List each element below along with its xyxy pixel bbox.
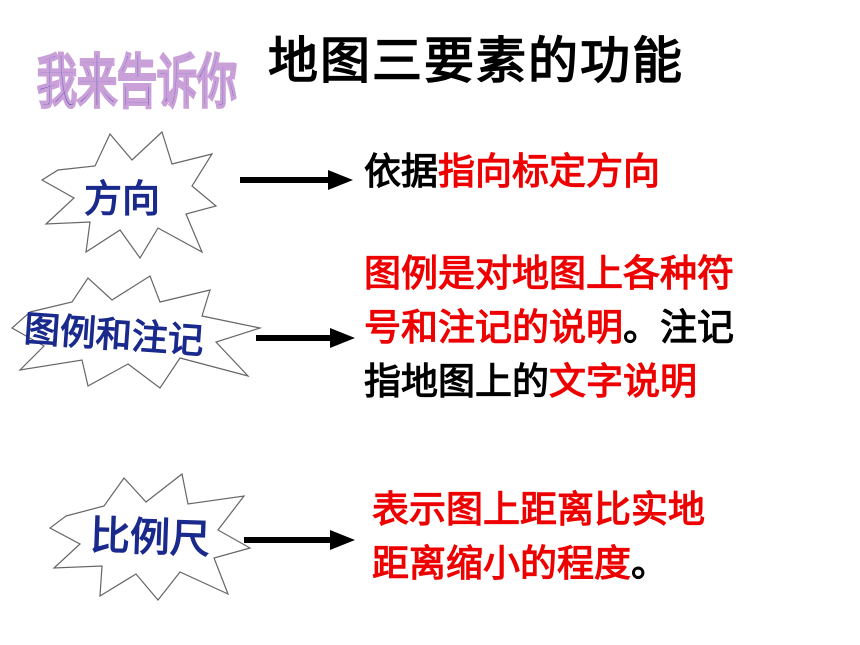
- plain-text: 指地图上的: [364, 360, 549, 403]
- arrow-scale: [244, 530, 355, 550]
- plain-text: 。注记: [623, 306, 734, 349]
- wordart-heading: 我来告诉你: [36, 47, 238, 110]
- description-line: 距离缩小的程度。: [372, 537, 705, 591]
- highlight-text: 图例是对地图上各种符: [364, 252, 734, 295]
- description-line: 表示图上距离比实地: [372, 483, 705, 537]
- highlight-text: 表示图上距离比实地: [372, 488, 705, 531]
- burst-label-direction: 方向: [84, 177, 161, 221]
- description-scale: 表示图上距离比实地距离缩小的程度。: [372, 483, 705, 591]
- description-legend: 图例是对地图上各种符号和注记的说明。注记指地图上的文字说明: [364, 247, 734, 409]
- description-line: 指地图上的文字说明: [364, 355, 734, 409]
- description-line: 图例是对地图上各种符: [364, 247, 734, 301]
- highlight-text: 文字说明: [549, 360, 697, 403]
- description-line: 号和注记的说明。注记: [364, 301, 734, 355]
- highlight-text: 距离缩小的程度: [372, 542, 631, 585]
- burst-scale: [48, 472, 252, 601]
- arrow-legend: [256, 328, 355, 348]
- burst-legend: [10, 275, 263, 389]
- arrow-direction: [240, 170, 353, 190]
- burst-shape: [40, 130, 218, 260]
- burst-direction: [40, 130, 218, 260]
- highlight-text: 指向标定方向: [438, 150, 660, 193]
- burst-label-scale: 比例尺: [89, 512, 211, 564]
- page-title: 地图三要素的功能: [268, 32, 684, 90]
- description-line: 依据指向标定方向: [364, 145, 660, 199]
- highlight-text: 号和注记的说明: [364, 306, 623, 349]
- description-direction: 依据指向标定方向: [364, 145, 660, 199]
- plain-text: 。: [631, 542, 668, 585]
- burst-shape: [48, 472, 252, 601]
- burst-shape: [10, 275, 263, 389]
- wordart-text: 我来告诉你: [37, 48, 237, 110]
- plain-text: 依据: [364, 150, 438, 193]
